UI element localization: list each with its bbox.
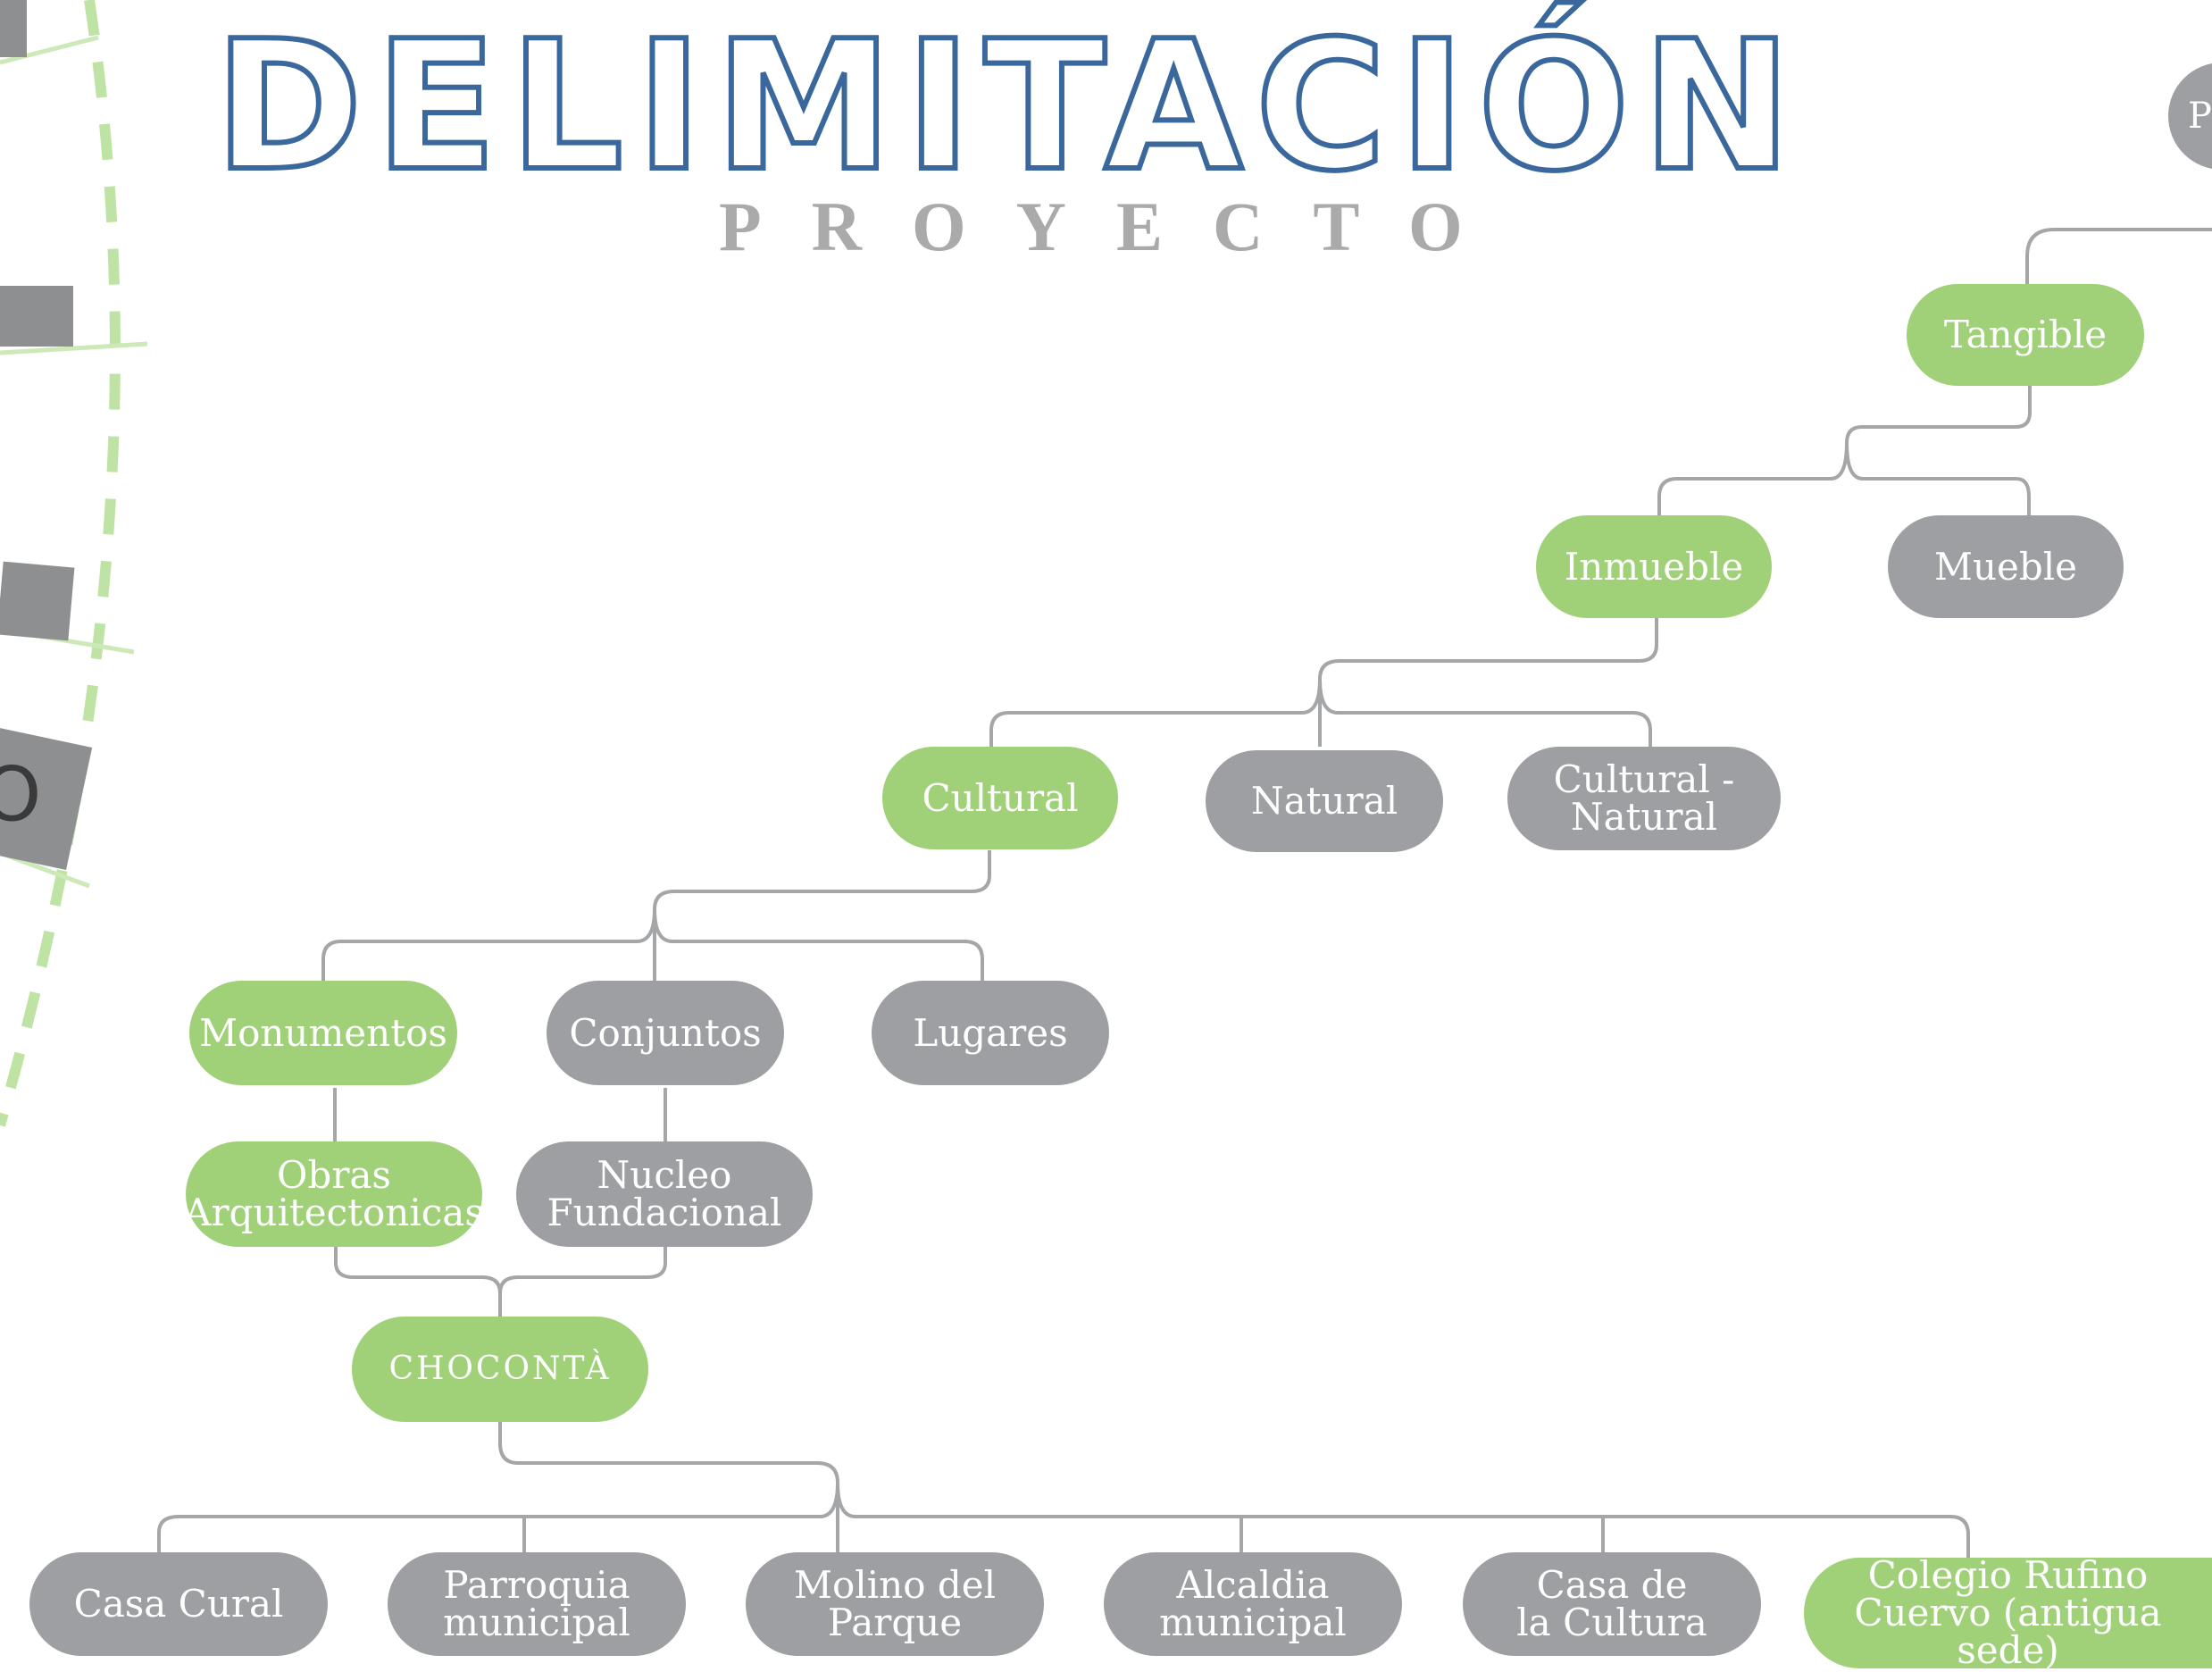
node-choconta[interactable]: CHOCONTÀ xyxy=(352,1317,648,1422)
node-casa-cural[interactable]: Casa Cural xyxy=(29,1552,328,1656)
root-node-letter: P xyxy=(2188,96,2212,137)
node-casa-de-la-cultura[interactable]: Casa de la Cultura xyxy=(1463,1552,1761,1656)
edge-tangible-mueble xyxy=(1845,442,2031,516)
deco-block-2 xyxy=(0,286,73,347)
node-monumentos[interactable]: Monumentos xyxy=(189,981,457,1085)
edge-choconta-right xyxy=(836,1482,1970,1558)
edge-obras-choconta xyxy=(334,1247,502,1317)
edge-nucleo-choconta xyxy=(498,1247,667,1294)
node-cultural-natural[interactable]: Cultural - Natural xyxy=(1507,747,1781,850)
edge-choconta-bracket xyxy=(157,1422,840,1552)
arc-divider xyxy=(0,35,99,65)
page-title: DELIMITACIÓN xyxy=(212,3,1805,211)
page-subtitle: PROYECTO xyxy=(719,188,1513,265)
node-mueble[interactable]: Mueble xyxy=(1888,515,2124,618)
node-molino-del-parque[interactable]: Molino del Parque xyxy=(746,1552,1044,1656)
node-lugares[interactable]: Lugares xyxy=(872,981,1109,1085)
dashed-arc xyxy=(0,0,121,1127)
node-alcaldia-municipal[interactable]: Alcaldia municipal xyxy=(1104,1552,1402,1656)
deco-block-1 xyxy=(0,0,27,57)
node-parroquia-municipal[interactable]: Parroquia municipal xyxy=(388,1552,686,1656)
node-natural[interactable]: Natural xyxy=(1206,750,1443,852)
node-colegio-rufino-cuervo[interactable]: Colegio Rufino Cuervo (antigua sede) xyxy=(1804,1557,2212,1669)
edge-tangible-bracket xyxy=(1657,386,2032,516)
deco-block-letter: O xyxy=(0,750,42,839)
edge-cultural-lugares xyxy=(653,908,984,981)
arc-divider xyxy=(0,341,148,355)
node-obras-arquitectonicas[interactable]: Obras Arquitectonicas xyxy=(184,1141,484,1247)
node-conjuntos[interactable]: Conjuntos xyxy=(547,981,784,1085)
node-nucleo-fundacional[interactable]: Nucleo Fundacional xyxy=(516,1141,813,1247)
node-tangible[interactable]: Tangible xyxy=(1907,284,2144,386)
node-inmueble[interactable]: Inmueble xyxy=(1536,515,1772,618)
node-cultural[interactable]: Cultural xyxy=(882,747,1118,849)
edge-root-tangible xyxy=(2025,228,2212,284)
deco-block-3 xyxy=(0,561,75,641)
edge-inmueble-culnat xyxy=(1318,678,1652,747)
edge-inmueble-bracket xyxy=(989,618,1658,747)
